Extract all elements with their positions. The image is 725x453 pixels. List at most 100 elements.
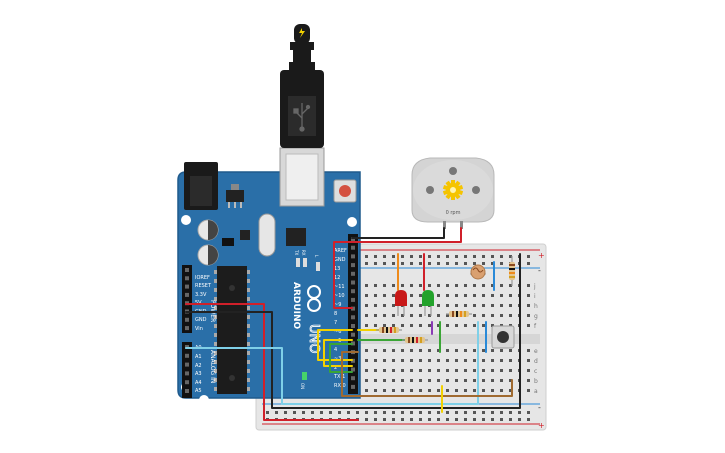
breadboard-hole[interactable] <box>419 379 422 382</box>
breadboard-hole[interactable] <box>500 255 503 258</box>
breadboard-hole[interactable] <box>419 284 422 287</box>
breadboard-hole[interactable] <box>518 411 521 414</box>
breadboard-hole[interactable] <box>374 411 377 414</box>
breadboard-hole[interactable] <box>473 389 476 392</box>
breadboard-hole[interactable] <box>509 349 512 352</box>
header-pin[interactable] <box>351 332 355 337</box>
arduino-uno-board[interactable]: IOREF RESET 3.3V 5V GND GND Vin A0 A1 A2… <box>177 147 361 405</box>
breadboard-hole[interactable] <box>473 349 476 352</box>
header-pin[interactable] <box>351 367 355 372</box>
breadboard-hole[interactable] <box>446 304 449 307</box>
breadboard-hole[interactable] <box>482 411 485 414</box>
breadboard-hole[interactable] <box>509 294 512 297</box>
breadboard-hole[interactable] <box>410 255 413 258</box>
breadboard-hole[interactable] <box>401 359 404 362</box>
breadboard-hole[interactable] <box>446 255 449 258</box>
breadboard-hole[interactable] <box>473 411 476 414</box>
breadboard-hole[interactable] <box>383 255 386 258</box>
photoresistor[interactable] <box>470 264 486 280</box>
breadboard-hole[interactable] <box>428 324 431 327</box>
breadboard-hole[interactable] <box>374 369 377 372</box>
header-pin[interactable] <box>351 289 355 294</box>
header-pin[interactable] <box>185 292 189 297</box>
breadboard-hole[interactable] <box>392 284 395 287</box>
breadboard-hole[interactable] <box>455 255 458 258</box>
breadboard-hole[interactable] <box>464 379 467 382</box>
breadboard-hole[interactable] <box>401 369 404 372</box>
breadboard-hole[interactable] <box>527 369 530 372</box>
breadboard-hole[interactable] <box>464 359 467 362</box>
breadboard-hole[interactable] <box>446 349 449 352</box>
header-pin[interactable] <box>185 276 189 281</box>
breadboard-hole[interactable] <box>482 349 485 352</box>
breadboard-hole[interactable] <box>437 389 440 392</box>
header-pin[interactable] <box>351 297 355 302</box>
breadboard-hole[interactable] <box>446 411 449 414</box>
breadboard-hole[interactable] <box>446 262 449 265</box>
breadboard-hole[interactable] <box>500 314 503 317</box>
breadboard-hole[interactable] <box>410 379 413 382</box>
breadboard-hole[interactable] <box>464 349 467 352</box>
red-led[interactable] <box>395 290 407 316</box>
breadboard-hole[interactable] <box>473 314 476 317</box>
breadboard-hole[interactable] <box>437 314 440 317</box>
breadboard-hole[interactable] <box>527 411 530 414</box>
breadboard-hole[interactable] <box>473 369 476 372</box>
breadboard-hole[interactable] <box>455 418 458 421</box>
wire-motor-black[interactable] <box>351 227 445 239</box>
breadboard-hole[interactable] <box>419 314 422 317</box>
breadboard-hole[interactable] <box>410 411 413 414</box>
breadboard-hole[interactable] <box>365 324 368 327</box>
breadboard-hole[interactable] <box>455 411 458 414</box>
breadboard-hole[interactable] <box>392 349 395 352</box>
breadboard-hole[interactable] <box>500 418 503 421</box>
breadboard-hole[interactable] <box>410 294 413 297</box>
push-button-cap[interactable] <box>497 331 509 343</box>
breadboard-hole[interactable] <box>410 284 413 287</box>
resistors[interactable] <box>376 256 515 343</box>
breadboard-hole[interactable] <box>500 411 503 414</box>
breadboard-hole[interactable] <box>374 324 377 327</box>
breadboard-hole[interactable] <box>455 324 458 327</box>
breadboard-hole[interactable] <box>383 262 386 265</box>
breadboard-hole[interactable] <box>392 359 395 362</box>
breadboard-hole[interactable] <box>437 284 440 287</box>
breadboard-hole[interactable] <box>401 411 404 414</box>
breadboard-hole[interactable] <box>320 411 323 414</box>
breadboard-hole[interactable] <box>491 369 494 372</box>
breadboard-hole[interactable] <box>419 262 422 265</box>
wire-yellow-1[interactable] <box>317 329 353 361</box>
breadboard-hole[interactable] <box>473 359 476 362</box>
wire-brown[interactable] <box>341 351 513 397</box>
breadboard-hole[interactable] <box>374 304 377 307</box>
resistor-4[interactable] <box>509 256 515 286</box>
breadboard-hole[interactable] <box>491 359 494 362</box>
breadboard-hole[interactable] <box>527 349 530 352</box>
breadboard-hole[interactable] <box>446 418 449 421</box>
breadboard-hole[interactable] <box>392 389 395 392</box>
breadboard-hole[interactable] <box>428 255 431 258</box>
breadboard-hole[interactable] <box>428 379 431 382</box>
breadboard-hole[interactable] <box>401 349 404 352</box>
breadboard-hole[interactable] <box>446 324 449 327</box>
breadboard-hole[interactable] <box>527 418 530 421</box>
breadboard-hole[interactable] <box>437 262 440 265</box>
breadboard-hole[interactable] <box>509 411 512 414</box>
dc-motor[interactable]: 0 rpm <box>411 157 495 229</box>
breadboard-hole[interactable] <box>437 359 440 362</box>
breadboard-hole[interactable] <box>365 349 368 352</box>
header-pin[interactable] <box>185 353 189 358</box>
breadboard-hole[interactable] <box>374 359 377 362</box>
breadboard-hole[interactable] <box>500 304 503 307</box>
header-pin[interactable] <box>185 268 189 272</box>
breadboard-hole[interactable] <box>482 324 485 327</box>
breadboard-hole[interactable] <box>266 411 269 414</box>
breadboard-hole[interactable] <box>428 411 431 414</box>
breadboard-hole[interactable] <box>446 379 449 382</box>
breadboard-hole[interactable] <box>455 284 458 287</box>
breadboard-hole[interactable] <box>455 379 458 382</box>
breadboard-hole[interactable] <box>401 389 404 392</box>
breadboard-hole[interactable] <box>455 349 458 352</box>
breadboard-hole[interactable] <box>419 359 422 362</box>
breadboard-hole[interactable] <box>410 262 413 265</box>
